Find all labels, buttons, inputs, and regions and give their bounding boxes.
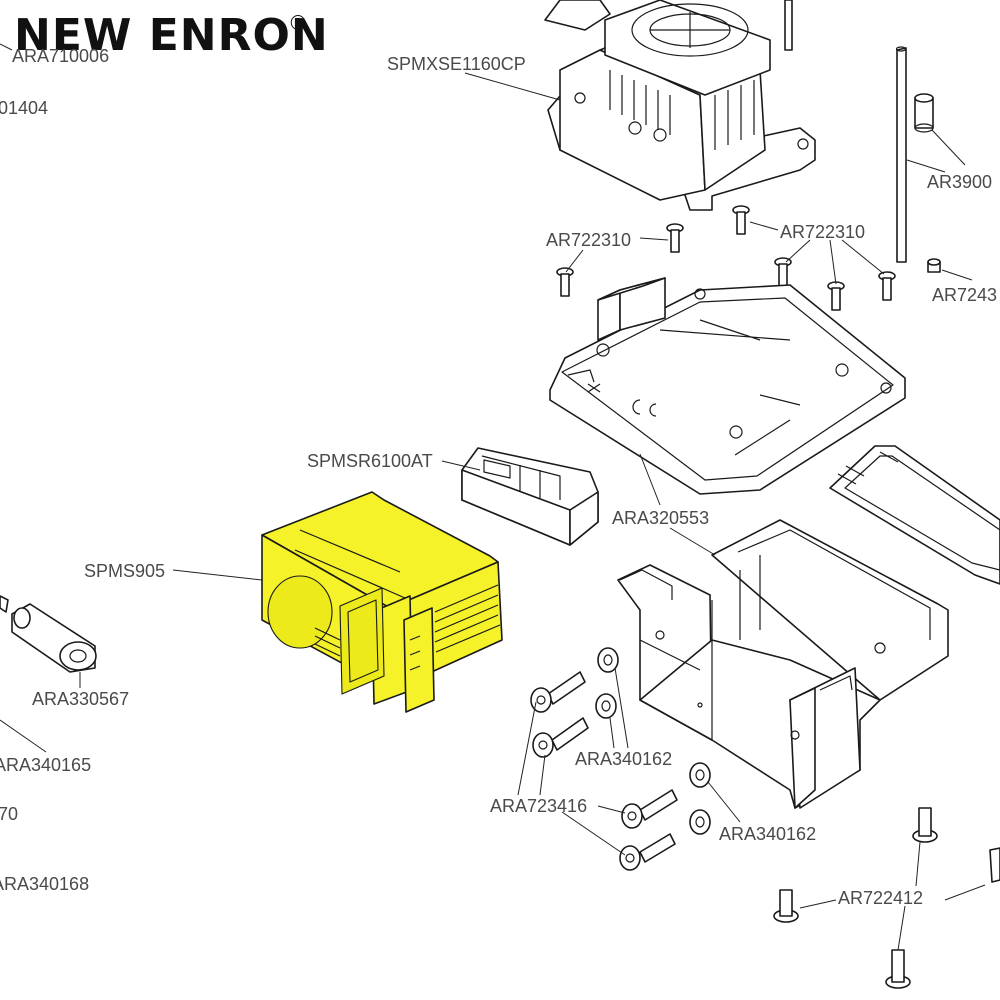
label-ara340168: ARA340168 <box>0 874 89 894</box>
label-ar7243: AR7243 <box>932 285 997 305</box>
servo-part <box>261 491 503 713</box>
gasket-part <box>829 445 1000 585</box>
label-ar722310-right: AR722310 <box>780 222 865 242</box>
part-labels: ARA710006 01404 SPMXSE1160CP AR3900 AR72… <box>0 46 997 908</box>
servo-mount-part <box>617 519 949 809</box>
label-spmxse1160cp: SPMXSE1160CP <box>387 54 526 74</box>
leader-lines <box>0 43 986 951</box>
label-ar3900: AR3900 <box>927 172 992 192</box>
label-ara710006: ARA710006 <box>12 46 109 66</box>
label-ara340165: ARA340165 <box>0 755 91 775</box>
label-ara340162-lower: ARA340162 <box>719 824 816 844</box>
screw-group-ara723416 <box>530 671 678 871</box>
label-ara340162-upper: ARA340162 <box>575 749 672 769</box>
brand-registered-mark: ® <box>288 11 308 35</box>
receiver-part <box>461 447 599 546</box>
brand-name: NEW ENRON <box>14 10 329 61</box>
label-ara330567: ARA330567 <box>32 689 129 709</box>
label-spms905: SPMS905 <box>84 561 165 581</box>
tray-plate-part <box>549 277 906 495</box>
label-ar722310-left: AR722310 <box>546 230 631 250</box>
label-70: 70 <box>0 804 18 824</box>
screw-group-ar722412 <box>773 807 1000 989</box>
ball-link-part <box>0 595 97 673</box>
rod-part <box>895 46 907 263</box>
screw-group-ar722310 <box>556 205 896 311</box>
label-ara723416: ARA723416 <box>490 796 587 816</box>
esc-part <box>544 0 816 211</box>
label-01404: 01404 <box>0 98 48 118</box>
brand-logo: NEW ENRON ® <box>14 10 329 61</box>
spacer-part <box>914 93 934 133</box>
nut-part <box>927 258 941 273</box>
washer-group-ara340162 <box>595 647 711 835</box>
label-ar722412: AR722412 <box>838 888 923 908</box>
label-ara320553: ARA320553 <box>612 508 709 528</box>
label-spmsr6100at: SPMSR6100AT <box>307 451 433 471</box>
